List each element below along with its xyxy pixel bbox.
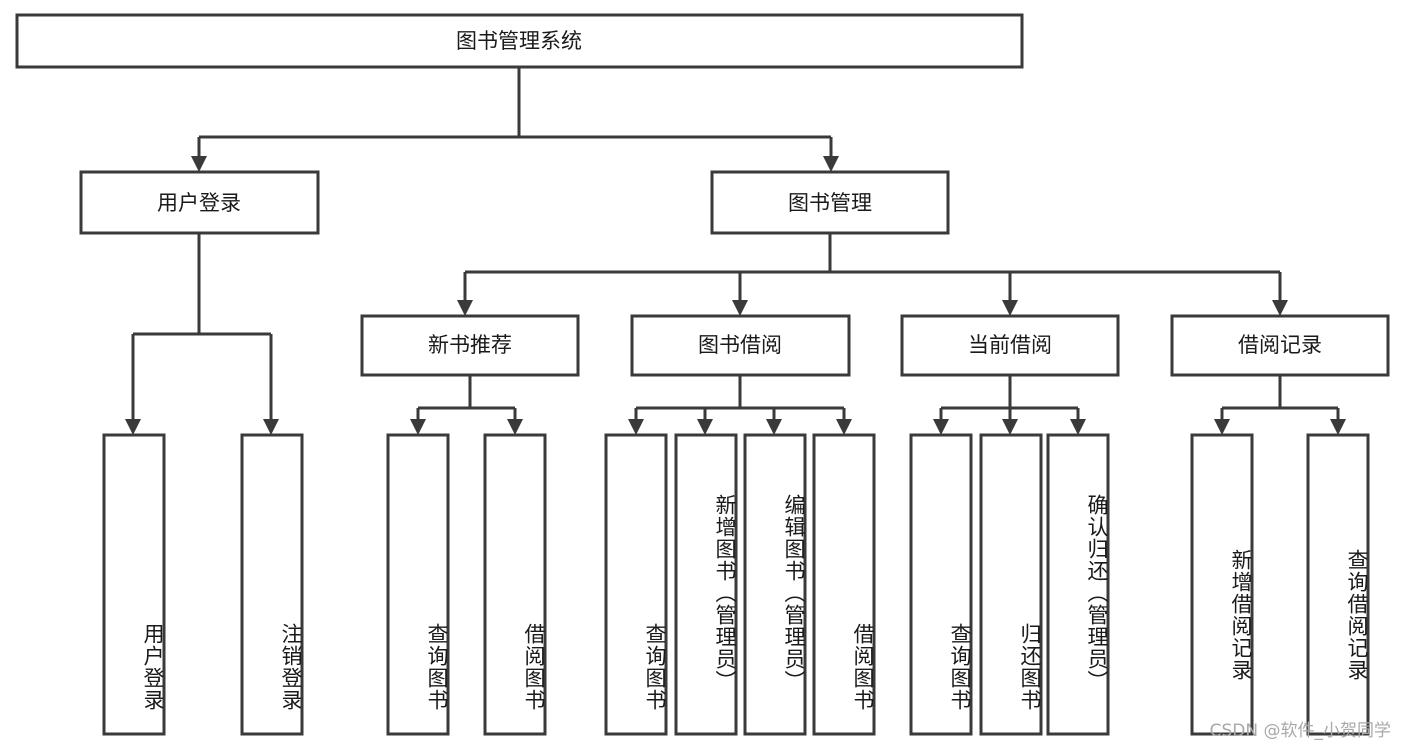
connector-borrow-record-to-leaves xyxy=(1214,375,1346,435)
leaf-box-new-book-recommend-0[interactable] xyxy=(386,433,450,736)
leaf-box-current-borrow-1[interactable] xyxy=(979,433,1043,736)
leaf-box-user-login-0[interactable] xyxy=(102,433,166,736)
book-borrow-label: 图书借阅 xyxy=(698,333,782,357)
node-root[interactable]: 图书管理系统 xyxy=(15,13,1024,69)
user-login-box xyxy=(79,170,320,235)
node-user-login[interactable]: 用户登录 xyxy=(79,170,320,235)
leaf-box-borrow-record-0[interactable] xyxy=(1190,433,1254,736)
current-borrow-label: 当前借阅 xyxy=(968,333,1052,357)
connector-new-book-recommend-to-leaves xyxy=(410,375,523,435)
user-login-label: 用户登录 xyxy=(157,191,241,215)
leaf-box-current-borrow-0[interactable] xyxy=(909,433,973,736)
leaf-box-book-borrow-3[interactable] xyxy=(812,433,876,736)
connector-root-to-level2 xyxy=(191,67,839,172)
leaf-box-current-borrow-2[interactable] xyxy=(1046,433,1110,736)
new-book-recommend-box xyxy=(360,314,580,377)
leaf-box-book-borrow-0[interactable] xyxy=(604,433,668,736)
new-book-recommend-label: 新书推荐 xyxy=(428,333,512,357)
current-borrow-box xyxy=(900,314,1120,377)
leaf-box-book-borrow-1[interactable] xyxy=(674,433,738,736)
book-management-label: 图书管理 xyxy=(788,191,872,215)
connector-book-borrow-to-leaves xyxy=(628,375,852,435)
node-borrow-record[interactable]: 借阅记录 xyxy=(1170,314,1390,377)
node-book-borrow[interactable]: 图书借阅 xyxy=(630,314,851,377)
borrow-record-label: 借阅记录 xyxy=(1238,333,1322,357)
leaf-box-new-book-recommend-1[interactable] xyxy=(483,433,547,736)
connector-current-borrow-to-leaves xyxy=(933,375,1086,435)
connector-book-management-to-level3 xyxy=(457,233,1288,316)
root-box xyxy=(15,13,1024,69)
root-label: 图书管理系统 xyxy=(456,29,582,53)
leaf-box-book-borrow-2[interactable] xyxy=(743,433,807,736)
connector-user-login-to-leaves xyxy=(125,233,279,435)
leaf-box-user-login-1[interactable] xyxy=(240,433,304,736)
node-book-management[interactable]: 图书管理 xyxy=(710,170,950,235)
leaf-box-borrow-record-1[interactable] xyxy=(1306,433,1370,736)
watermark-text: CSDN @软件_小贺同学 xyxy=(1209,721,1391,741)
node-new-book-recommend[interactable]: 新书推荐 xyxy=(360,314,580,377)
node-current-borrow[interactable]: 当前借阅 xyxy=(900,314,1120,377)
